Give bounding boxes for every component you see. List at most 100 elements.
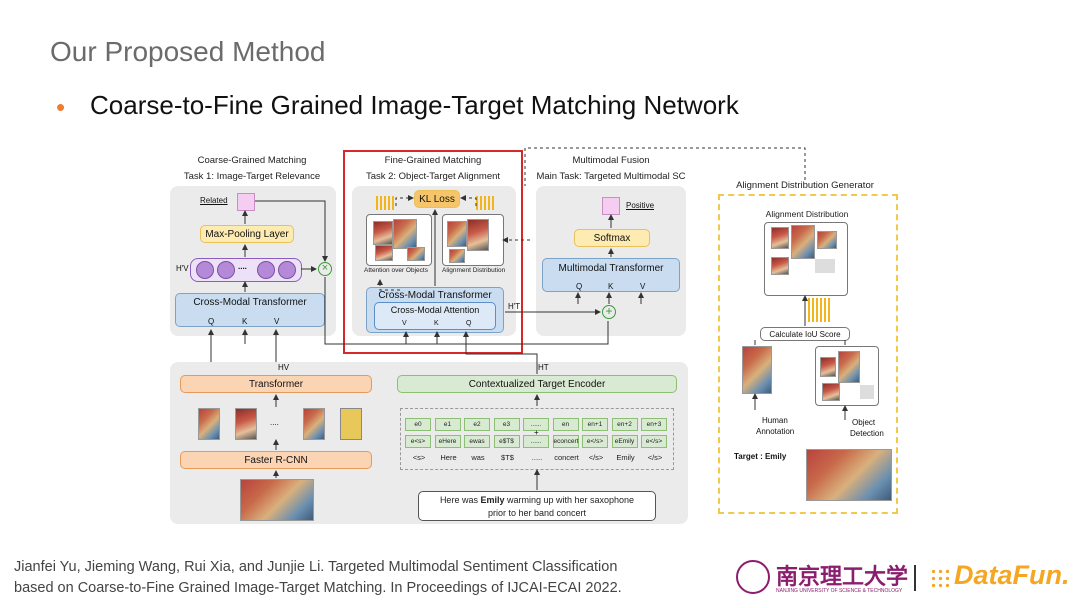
ht-label: HT — [538, 363, 549, 372]
region-thumbnail — [303, 408, 325, 440]
alignment-distribution-label: Alignment Distribution — [442, 267, 506, 274]
image-transformer-box: Transformer — [180, 375, 372, 393]
logo-divider — [914, 565, 916, 591]
object-thumbnail — [375, 245, 393, 261]
token-label: </s> — [588, 453, 604, 462]
hv-prime-label: H'V — [176, 264, 189, 273]
hv-token-circle — [257, 261, 275, 279]
cma-label: Cross-Modal Attention — [390, 305, 480, 315]
fine-k: K — [434, 320, 439, 327]
object-thumbnail — [822, 383, 840, 401]
embedding-cell: eHere — [434, 435, 461, 448]
alignment-distribution-card — [442, 214, 504, 266]
embedding-cell: ...... — [523, 418, 549, 431]
embedding-cell: eEmily — [611, 435, 638, 448]
embedding-cell: en+3 — [641, 418, 667, 431]
ht-prime-label: H'T — [508, 302, 521, 311]
generator-align-title: Alignment Distribution — [765, 209, 849, 219]
fine-v: V — [402, 320, 407, 327]
fine-q: Q — [466, 320, 472, 327]
token-label: Here — [440, 453, 457, 462]
add-icon: + — [602, 305, 616, 319]
object-thumbnail — [771, 227, 789, 249]
input-image — [240, 479, 314, 521]
embedding-cell: econcert — [552, 435, 579, 448]
generator-histogram-icon — [808, 298, 830, 322]
target-encoder-box: Contextualized Target Encoder — [397, 375, 677, 393]
coarse-k: K — [242, 317, 248, 326]
sentence-text: prior to her band concert — [487, 508, 587, 518]
plus-sign: + — [534, 428, 539, 437]
embedding-cell: e3 — [493, 418, 520, 431]
fusion-v: V — [640, 282, 646, 291]
fusion-title: Multimodal Fusion — [572, 155, 650, 166]
annotation-label: Annotation — [756, 427, 795, 436]
embedding-cell: e<s> — [405, 435, 431, 448]
object-thumbnail — [467, 219, 489, 251]
faster-rcnn-box: Faster R-CNN — [180, 451, 372, 469]
human-annotation-image — [742, 346, 772, 394]
hv-token-circle — [196, 261, 214, 279]
embedding-cell: en+1 — [582, 418, 608, 431]
alignment-histogram-icon — [476, 196, 496, 210]
citation-line: Jianfei Yu, Jieming Wang, Rui Xia, and J… — [14, 559, 618, 575]
object-thumbnail — [860, 385, 874, 399]
object-thumbnail — [373, 221, 393, 245]
embedding-cell: e2 — [464, 418, 490, 431]
object-thumbnail — [838, 351, 860, 383]
token-label: concert — [554, 453, 579, 462]
region-thumbnail — [198, 408, 220, 440]
fine-cmt-label: Cross-Modal Transformer — [378, 290, 492, 301]
fusion-subtitle: Main Task: Targeted Multimodal SC — [536, 171, 686, 182]
object-thumbnail — [393, 219, 417, 249]
fine-subtitle: Task 2: Object-Target Alignment — [365, 171, 501, 182]
multiply-icon: × — [318, 262, 332, 276]
token-label: Emily — [616, 453, 635, 462]
embedding-cell: en — [552, 418, 579, 431]
attention-histogram-icon — [376, 196, 396, 210]
region-dots: .... — [270, 418, 279, 427]
embedding-cell: ewas — [464, 435, 490, 448]
bullet-dot: • — [56, 92, 66, 122]
related-label: Related — [200, 196, 228, 205]
slide-title: Our Proposed Method — [50, 36, 326, 67]
hv-label: HV — [278, 363, 290, 372]
object-thumbnail — [447, 221, 467, 247]
sentence-text: warming up with her saxophone — [504, 495, 635, 505]
hv-token-circle — [217, 261, 235, 279]
positive-label: Positive — [626, 201, 655, 210]
coarse-subtitle: Task 1: Image-Target Relevance — [183, 171, 321, 182]
citation-line: based on Coarse-to-Fine Grained Image-Ta… — [14, 580, 622, 596]
attention-objects-label: Attention over Objects — [364, 267, 428, 274]
region-thumbnail — [235, 408, 257, 440]
sentence-target: Emily — [480, 495, 505, 505]
embedding-cell: ...... — [523, 435, 549, 448]
object-label: Object — [852, 418, 876, 427]
mmt-label: Multimodal Transformer — [558, 263, 664, 274]
embedding-cell: e</s> — [582, 435, 608, 448]
object-thumbnail — [791, 225, 815, 259]
sentence-text: Here was — [439, 495, 481, 505]
bullet-heading: Coarse-to-Fine Grained Image-Target Matc… — [90, 90, 739, 120]
njust-seal-icon — [736, 560, 770, 594]
target-image — [806, 449, 892, 501]
coarse-title: Coarse-Grained Matching — [197, 155, 307, 166]
embedding-cell: en+2 — [611, 418, 638, 431]
hv-dots: .... — [238, 262, 247, 271]
token-label: was — [471, 453, 485, 462]
coarse-q: Q — [208, 317, 215, 326]
object-thumbnail — [815, 259, 835, 273]
kl-loss-box: KL Loss — [414, 190, 460, 208]
coarse-v: V — [274, 317, 280, 326]
token-label: $T$ — [501, 453, 514, 462]
njust-logo-en: NANJING UNIVERSITY OF SCIENCE & TECHNOLO… — [776, 588, 903, 594]
token-label: </s> — [647, 453, 663, 462]
token-label: <s> — [412, 453, 426, 462]
generator-panel — [718, 194, 898, 514]
njust-logo-cn: 南京理工大学 — [776, 564, 909, 590]
generator-title: Alignment Distribution Generator — [736, 180, 874, 191]
target-label: Target : Emily — [734, 452, 787, 461]
attention-objects-card — [366, 214, 432, 266]
